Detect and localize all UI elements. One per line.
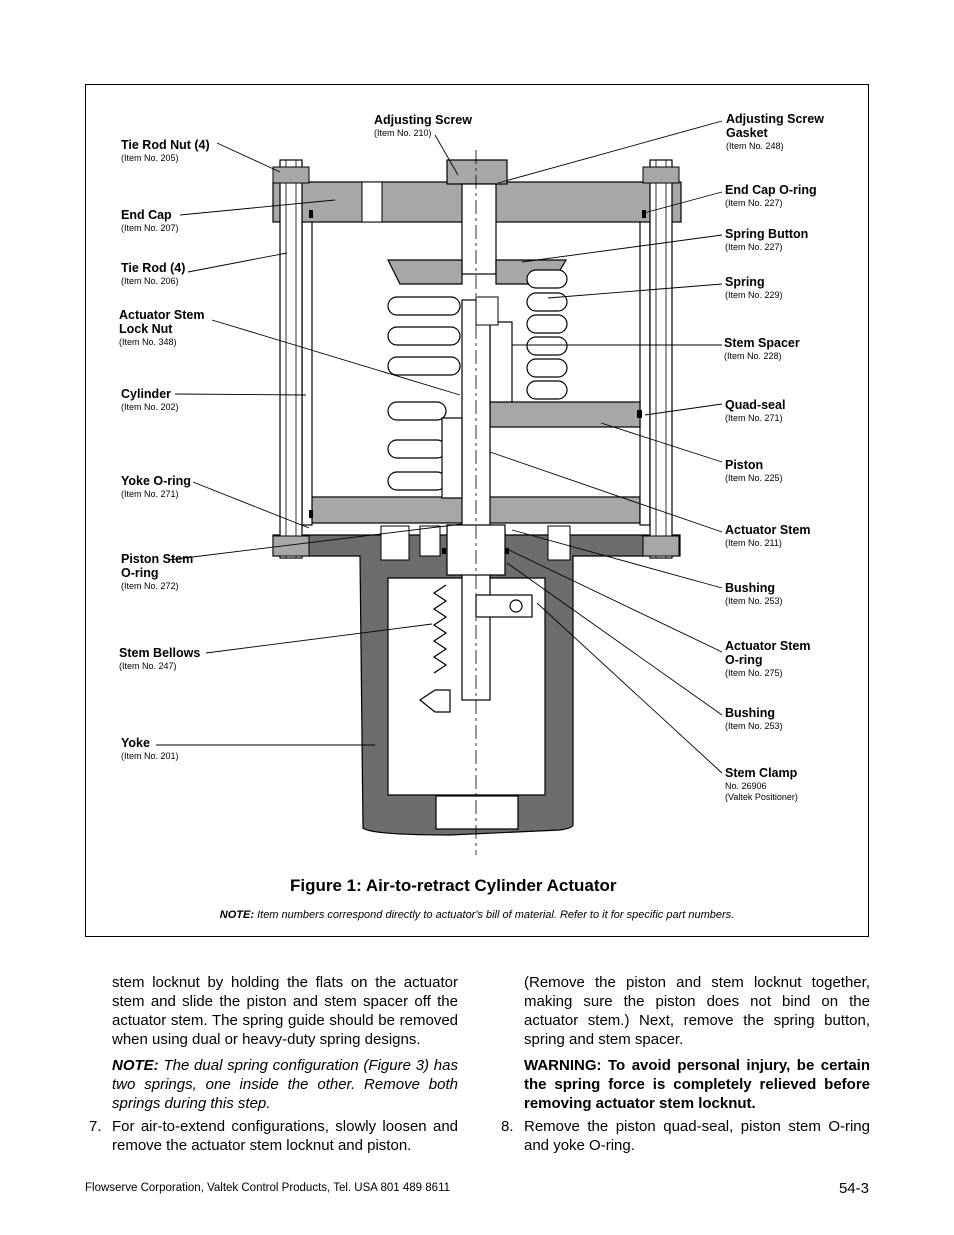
yoke-bottom-hole — [435, 795, 519, 830]
page-number: 54-3 — [838, 1180, 869, 1197]
step-7: 7. For air-to-extend configurations, slo… — [89, 1117, 458, 1162]
tie-rod-right — [649, 159, 673, 559]
warning-text: WARNING: To avoid personal injury, be ce… — [524, 1057, 870, 1112]
figure-frame — [85, 84, 869, 937]
adjusting-screw-head — [446, 159, 508, 185]
stem-clamp — [475, 594, 533, 618]
left-para-1: stem locknut by holding the flats on the… — [112, 974, 458, 1048]
label-yoke-o-ring: Yoke O-ring (Item No. 271) — [121, 474, 191, 499]
adjusting-screw — [461, 183, 497, 275]
label-actuator-stem: Actuator Stem (Item No. 211) — [725, 523, 811, 548]
label-end-cap-o-ring: End Cap O-ring (Item No. 227) — [725, 183, 817, 208]
actuator-diagram — [156, 120, 723, 855]
spring-coils-right — [526, 269, 568, 400]
body-right-column: (Remove the piston and stem locknut toge… — [524, 973, 870, 1120]
spring-coils-left — [387, 296, 461, 491]
label-tie-rod: Tie Rod (4) (Item No. 206) — [121, 261, 186, 286]
leader-lines — [156, 120, 723, 774]
tie-rod-nut-left — [272, 166, 310, 184]
footer-company: Flowserve Corporation, Valtek Control Pr… — [85, 1182, 451, 1194]
right-para-1: (Remove the piston and stem locknut toge… — [524, 974, 870, 1048]
figure-title: Figure 1: Air-to-retract Cylinder Actuat… — [290, 876, 617, 895]
piston — [489, 401, 641, 428]
label-cylinder: Cylinder (Item No. 202) — [121, 387, 179, 412]
label-stem-bellows: Stem Bellows (Item No. 247) — [119, 646, 201, 671]
cylinder-wall-left — [301, 202, 313, 526]
left-note-text: The dual spring configuration (Figure 3)… — [112, 1057, 458, 1112]
label-end-cap: End Cap (Item No. 207) — [121, 208, 179, 233]
label-piston-stem-o-ring: Piston Stem O-ring (Item No. 272) — [121, 552, 194, 591]
label-bushing-upper: Bushing (Item No. 253) — [725, 581, 783, 606]
label-actuator-stem-lock-nut: Actuator Stem Lock Nut (Item No. 348) — [119, 308, 205, 347]
figure-note-label: NOTE: — [219, 909, 255, 921]
spring-button — [387, 259, 463, 285]
stem-locknut — [441, 417, 463, 499]
figure-note: NOTE: Item numbers correspond directly t… — [85, 909, 869, 921]
left-note-label: NOTE: — [112, 1057, 159, 1074]
step-7-number: 7. — [89, 1118, 102, 1135]
label-adjusting-screw: Adjusting Screw (Item No. 210) — [374, 113, 472, 138]
quad-seal — [637, 410, 642, 418]
step-7-text: For air-to-extend configurations, slowly… — [112, 1118, 458, 1154]
step-8: 8. Remove the piston quad-seal, piston s… — [501, 1117, 870, 1162]
label-tie-rod-nut: Tie Rod Nut (4) (Item No. 205) — [121, 138, 210, 163]
label-quad-seal: Quad-seal (Item No. 271) — [725, 398, 786, 423]
body-left-column: stem locknut by holding the flats on the… — [112, 973, 458, 1120]
label-stem-spacer: Stem Spacer (Item No. 228) — [724, 336, 800, 361]
label-stem-clamp: Stem Clamp No. 26906 (Valtek Positioner) — [725, 766, 798, 802]
label-actuator-stem-o-ring: Actuator Stem O-ring (Item No. 275) — [725, 639, 811, 678]
tie-rod-nut-right — [642, 166, 680, 184]
label-bushing-lower: Bushing (Item No. 253) — [725, 706, 783, 731]
figure-note-text: Item numbers correspond directly to actu… — [257, 909, 735, 921]
tie-rod-left — [279, 159, 303, 559]
step-8-number: 8. — [501, 1118, 514, 1135]
label-yoke: Yoke (Item No. 201) — [121, 736, 179, 761]
label-spring: Spring (Item No. 229) — [725, 275, 783, 300]
label-piston: Piston (Item No. 225) — [725, 458, 783, 483]
left-note: NOTE: The dual spring configuration (Fig… — [112, 1056, 458, 1113]
stem-bellows — [432, 584, 448, 674]
label-spring-button: Spring Button (Item No. 227) — [725, 227, 809, 252]
step-8-text: Remove the piston quad-seal, piston stem… — [524, 1118, 870, 1154]
label-adjusting-screw-gasket: Adjusting Screw Gasket (Item No. 248) — [726, 112, 824, 151]
cylinder-wall-right — [639, 202, 651, 526]
stem-spacer — [489, 321, 513, 403]
